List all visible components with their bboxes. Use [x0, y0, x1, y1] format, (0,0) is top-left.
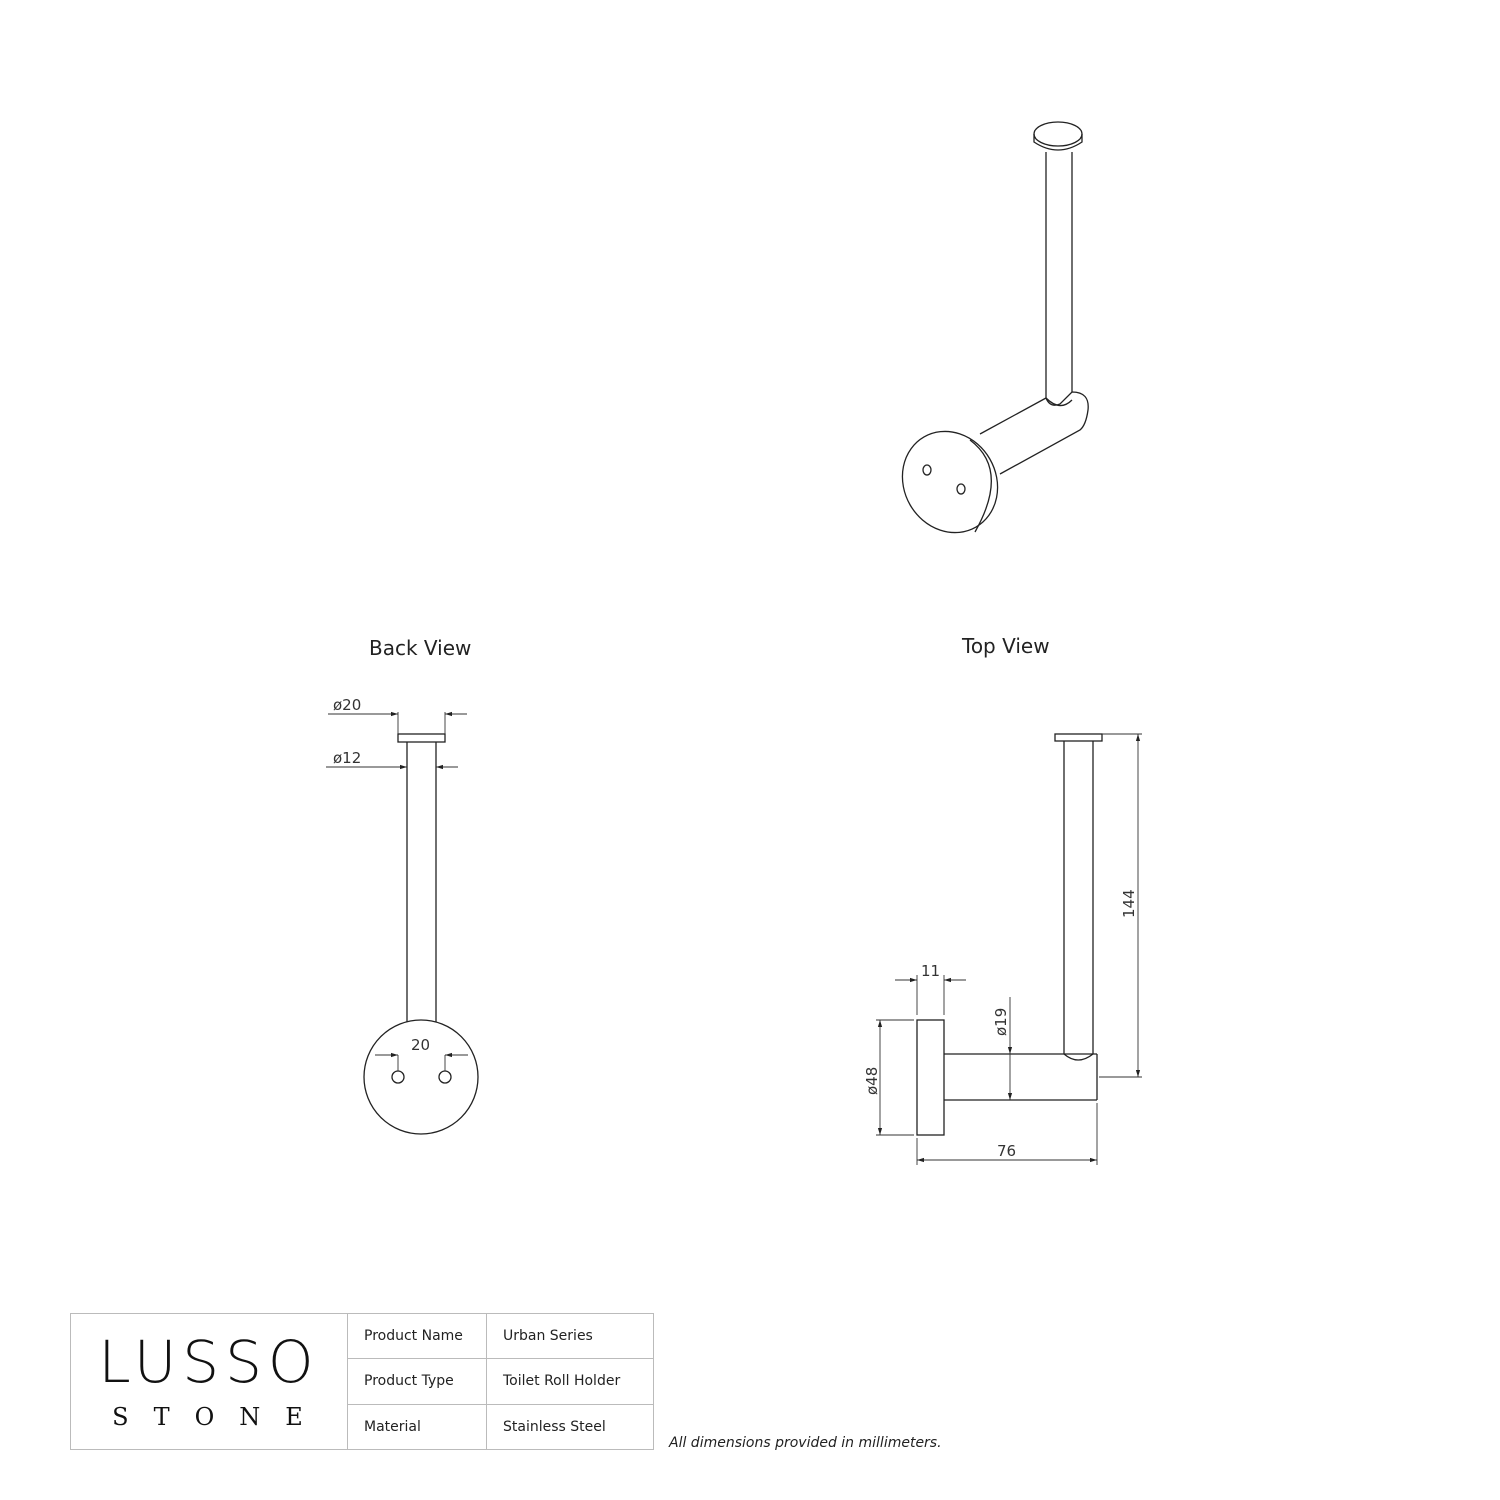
table-row: Material Stainless Steel: [348, 1404, 653, 1449]
dim-top-height: 144: [1120, 889, 1138, 918]
top-view-title: Top View: [962, 634, 1050, 658]
table-row: Product Name Urban Series: [348, 1314, 653, 1360]
dim-top-flange: ø48: [863, 1067, 881, 1095]
row-value: Stainless Steel: [503, 1418, 606, 1435]
row-value: Toilet Roll Holder: [503, 1373, 621, 1390]
isometric-view: [901, 121, 1089, 534]
dim-top-depth: 76: [997, 1142, 1016, 1160]
top-view-drawing: 144 11 ø19 ø48 76: [863, 733, 1142, 1165]
dim-back-cap: ø20: [333, 696, 361, 714]
back-view-title: Back View: [369, 636, 472, 660]
logo-main-text: LUSSO: [98, 1327, 320, 1396]
row-label: Product Type: [348, 1359, 487, 1404]
dim-top-arm: ø19: [992, 1008, 1010, 1036]
row-label: Material: [348, 1404, 487, 1449]
row-label: Product Name: [348, 1314, 487, 1359]
product-info-table: Product Name Urban Series Product Type T…: [348, 1314, 653, 1449]
logo-sub-text: STONE: [112, 1402, 328, 1431]
table-row: Product Type Toilet Roll Holder: [348, 1359, 653, 1405]
brand-logo: LUSSO STONE: [71, 1314, 348, 1449]
back-view-drawing: ø20 ø12 20: [326, 696, 479, 1135]
title-block: LUSSO STONE Product Name Urban Series Pr…: [70, 1313, 654, 1450]
row-value: Urban Series: [503, 1328, 593, 1345]
dim-back-holes: 20: [411, 1036, 430, 1054]
dimensions-note: All dimensions provided in millimeters.: [669, 1435, 942, 1451]
dim-top-flange-thickness: 11: [921, 962, 940, 980]
dim-back-post: ø12: [333, 749, 361, 767]
